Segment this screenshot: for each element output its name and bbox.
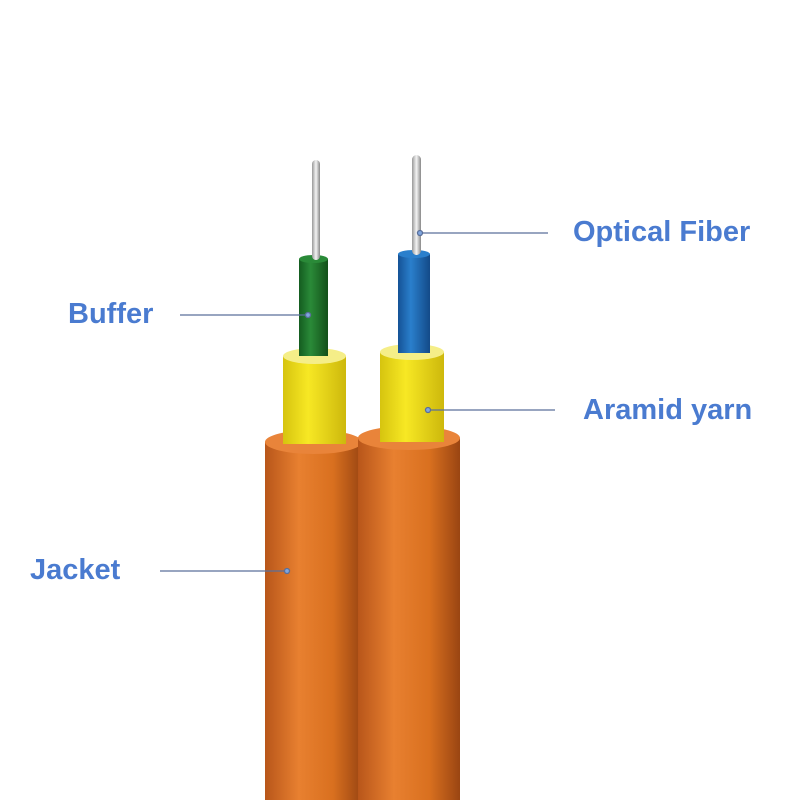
- aramid-yarn-label: Aramid yarn: [583, 394, 753, 426]
- optical-fiber-label: Optical Fiber: [573, 216, 751, 248]
- jacket-leader: [160, 567, 291, 575]
- right-optical-fiber: [412, 155, 421, 255]
- buffer-leader: [180, 311, 312, 319]
- right-aramid-yarn: [380, 344, 444, 442]
- left-aramid-yarn: [283, 348, 346, 444]
- optical-fiber-leader: [416, 229, 548, 237]
- left-cable: [265, 160, 362, 800]
- right-jacket: [358, 426, 460, 800]
- jacket-label: Jacket: [30, 554, 121, 586]
- right-cable: [358, 155, 460, 800]
- left-jacket: [265, 430, 362, 800]
- aramid-yarn-leader: [424, 406, 555, 414]
- left-optical-fiber: [312, 160, 320, 260]
- right-buffer: [398, 250, 430, 353]
- left-buffer: [299, 255, 328, 356]
- buffer-label: Buffer: [68, 298, 154, 330]
